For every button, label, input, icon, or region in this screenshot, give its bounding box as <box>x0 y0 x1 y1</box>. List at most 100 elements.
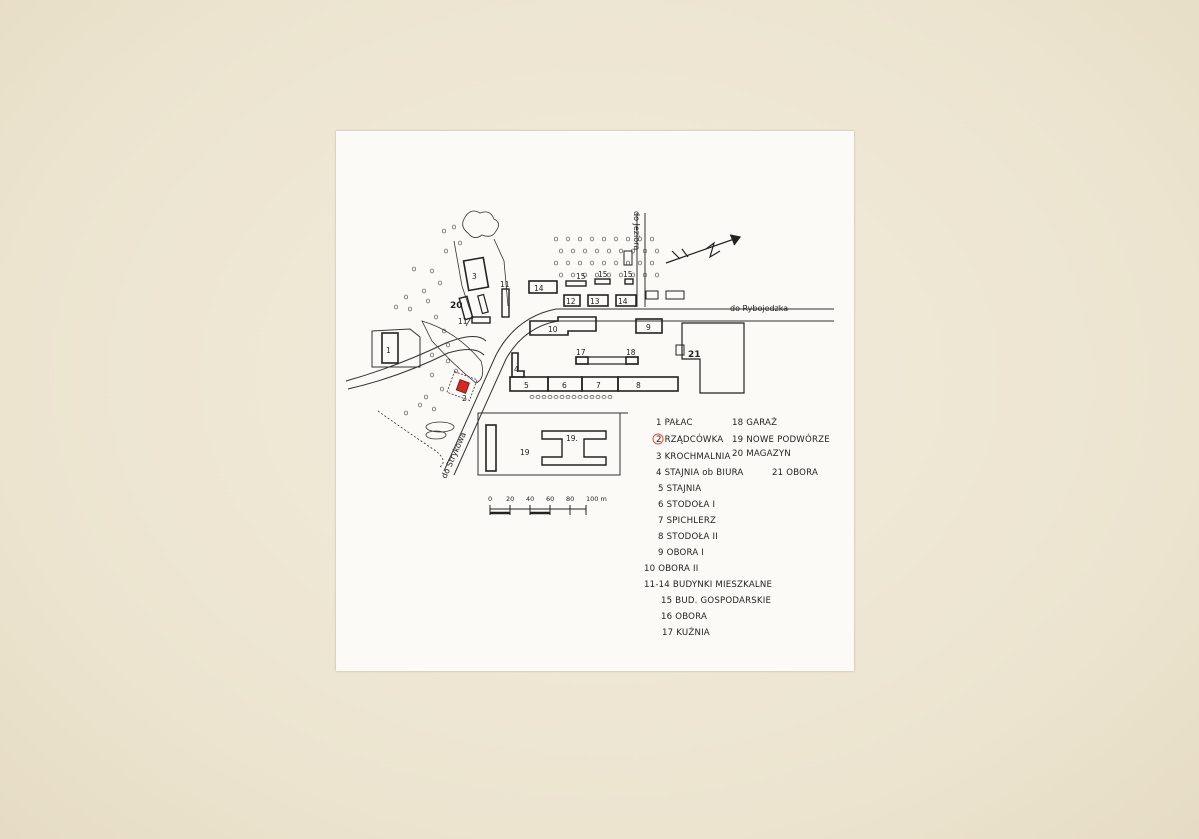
building-17-18 <box>575 356 639 365</box>
tree-symbol <box>404 410 408 416</box>
label-19: 19 <box>520 448 530 457</box>
label-5: 5 <box>524 381 529 390</box>
tree-symbol <box>614 236 618 242</box>
label-15: 15 <box>623 270 633 279</box>
building-1 <box>381 332 399 364</box>
tree-symbol <box>426 298 430 304</box>
building-19 <box>541 430 607 466</box>
label-15: 15 <box>576 272 586 281</box>
building-14a <box>528 280 558 294</box>
building-15b <box>594 278 611 285</box>
tree-symbol <box>547 395 553 399</box>
tree-symbol <box>442 228 446 234</box>
tree-symbol <box>650 260 654 266</box>
building-9 <box>635 318 663 334</box>
label-11: 11 <box>458 317 468 326</box>
road-park <box>345 336 487 390</box>
tree-symbol <box>458 240 462 246</box>
tree-symbol <box>446 358 450 364</box>
highlight-circle <box>652 433 664 445</box>
tree-symbol <box>554 236 558 242</box>
tree-symbol <box>434 314 438 320</box>
road-label-lake: do Jeziora <box>632 211 641 250</box>
new-courtyard <box>477 412 621 476</box>
legend: 1 PAŁAC 2 RZĄDCÓWKA 3 KROCHMALNIA 4 STAJ… <box>644 417 830 638</box>
label-15: 15 <box>598 270 608 279</box>
road-label-east: do Rybojedzka <box>730 304 788 313</box>
legend-item: 6 STODOŁA I <box>658 500 715 510</box>
tree-row <box>529 395 613 399</box>
tree-symbol <box>394 304 398 310</box>
building-11b <box>471 316 491 324</box>
legend-item: 19 NOWE PODWÓRZE <box>732 433 830 445</box>
tree-symbol <box>590 236 594 242</box>
orchard-symbols <box>394 224 659 416</box>
label-2: 2 <box>462 394 467 403</box>
building-10 <box>529 316 597 336</box>
building-20 <box>458 295 474 321</box>
legend-item: 17 KUŹNIA <box>662 626 710 638</box>
bush-cluster <box>462 210 499 238</box>
tree-symbol <box>554 260 558 266</box>
tree-symbol <box>529 395 535 399</box>
small-building <box>645 290 659 300</box>
building-2 <box>455 379 470 394</box>
vegetation-strip <box>377 410 444 468</box>
tree-symbol <box>559 248 563 254</box>
scale-bar-labels: 0 20 40 60 80 100 m <box>488 495 607 503</box>
tree-symbol <box>578 236 582 242</box>
tree-symbol <box>446 342 450 348</box>
legend-item: 3 KROCHMALNIA <box>656 452 731 462</box>
tree-symbol <box>553 395 559 399</box>
tree-symbol <box>650 236 654 242</box>
scale-tick-label: 20 <box>506 495 514 503</box>
label-14: 14 <box>534 284 544 293</box>
tree-symbol <box>566 236 570 242</box>
estate-plan: 0 20 40 60 80 100 m do Jeziora do Ryboje… <box>345 210 834 638</box>
tree-symbol <box>590 260 594 266</box>
legend-item: 2 RZĄDCÓWKA <box>656 433 723 445</box>
tree-symbol <box>404 294 408 300</box>
building-14b <box>615 294 637 307</box>
building-8 <box>617 376 679 392</box>
tree-symbol <box>454 368 458 374</box>
label-10: 10 <box>548 325 558 334</box>
tree-symbol <box>589 395 595 399</box>
label-4: 4 <box>514 365 519 374</box>
building-number-labels: 1 2 3 4 5 6 7 8 9 10 11 11 12 13 14 14 1… <box>386 270 701 457</box>
label-11: 11 <box>500 280 510 289</box>
tree-symbol <box>424 394 428 400</box>
legend-item: 15 BUD. GOSPODARSKIE <box>661 596 771 606</box>
tree-symbol <box>418 402 422 408</box>
road-label-southwest: do Strykowa <box>440 431 468 480</box>
building-3 <box>462 256 490 292</box>
scale-tick-label: 40 <box>526 495 534 503</box>
tree-symbol <box>559 272 563 278</box>
road-north <box>636 213 646 307</box>
tree-symbol <box>541 395 547 399</box>
legend-item: 1 PAŁAC <box>656 418 693 428</box>
tree-symbol <box>430 372 434 378</box>
tree-symbol <box>638 260 642 266</box>
shrub <box>425 430 447 440</box>
tree-symbol <box>602 236 606 242</box>
tree-symbol <box>565 395 571 399</box>
tree-symbol <box>607 395 613 399</box>
tree-symbol <box>602 260 606 266</box>
tree-symbol <box>607 272 611 278</box>
building-11a <box>501 288 510 318</box>
label-20: 20 <box>450 301 463 311</box>
building-15a <box>565 280 587 287</box>
tree-symbol <box>438 280 442 286</box>
tree-symbol <box>559 395 565 399</box>
tree-symbol <box>578 260 582 266</box>
building-20b <box>477 293 489 315</box>
legend-item: 10 OBORA II <box>644 564 698 574</box>
map-sheet: 0 20 40 60 80 100 m do Jeziora do Ryboje… <box>336 131 854 671</box>
shrub <box>425 421 455 433</box>
label-13: 13 <box>590 297 600 306</box>
tree-symbol <box>655 272 659 278</box>
tree-symbol <box>571 248 575 254</box>
tree-symbol <box>408 306 412 312</box>
tree-symbol <box>430 352 434 358</box>
